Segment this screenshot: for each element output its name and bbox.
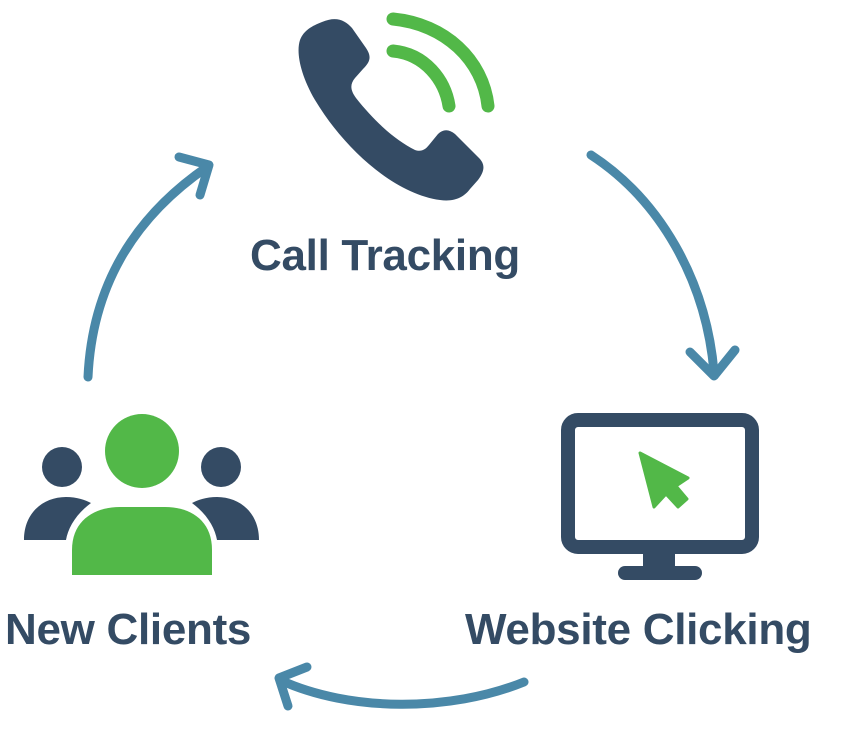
phone-handset (298, 19, 484, 201)
node-label-website-clicking: Website Clicking (465, 605, 812, 654)
user-left-head (42, 447, 82, 487)
arrow-website-to-clients (274, 662, 529, 711)
signal-wave-inner (386, 44, 456, 113)
monitor-cursor-icon (561, 413, 759, 580)
user-right-body (192, 497, 259, 540)
user-right-head (201, 447, 241, 487)
arrow-curve (83, 162, 212, 382)
users-group-icon (24, 414, 259, 575)
arrow-curve (586, 150, 719, 377)
phone-icon (298, 12, 495, 201)
arrow-clients-to-call (83, 152, 214, 382)
arrowhead (685, 345, 740, 381)
user-center-head (105, 414, 179, 488)
arrow-curve (275, 675, 529, 709)
node-label-call-tracking: Call Tracking (250, 231, 520, 280)
arrowhead (274, 662, 312, 711)
monitor-base (618, 566, 702, 580)
signal-wave-outer (386, 12, 495, 113)
node-label-new-clients: New Clients (5, 605, 252, 654)
arrowhead (174, 152, 214, 200)
arrow-call-to-website (586, 150, 740, 381)
cursor-arrow (638, 451, 690, 509)
user-left-body (24, 497, 91, 540)
user-center-body (72, 507, 212, 575)
